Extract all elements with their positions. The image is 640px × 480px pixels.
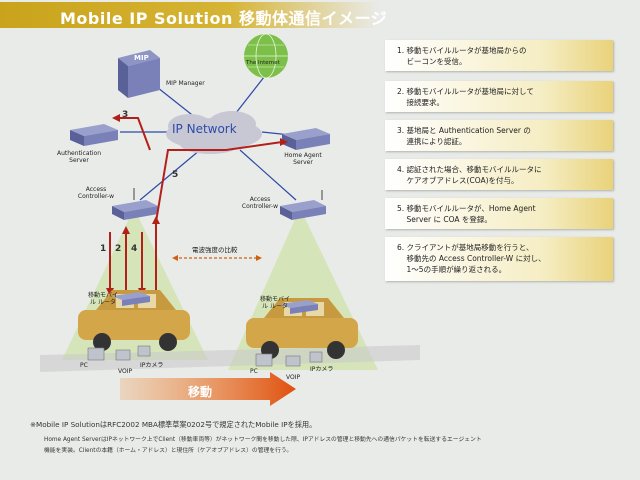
mip-manager-icon: MIP (118, 50, 160, 98)
step-card-6: 6. クライアントが基地局移動を行うと、 移動先の Access Control… (385, 237, 613, 281)
ac-right-label: Access Controller-w (241, 196, 279, 210)
footnote-line-3: 機能を実装。Clientの本籍（ホーム・アドレス）と現住所（ケアオブアドレス）の… (44, 448, 293, 454)
ipcam-icon-left (137, 345, 151, 357)
signal-compare-label: 電波強度の比較 (192, 246, 238, 254)
page-title: Mobile IP Solution 移動体通信イメージ (60, 9, 388, 28)
arrow-number-2: 2 (115, 244, 122, 254)
globe-icon (244, 33, 288, 79)
footnote-line-1: ※Mobile IP SolutionはRFC2002 MBA標準草案0202号… (30, 420, 317, 429)
router-left-label: 移動モバイル ルータ (87, 292, 118, 306)
step-card-5: 5. 移動モバイルルータが、Home Agent Server に COA を登… (385, 198, 613, 229)
arrow-number-4: 4 (131, 244, 138, 254)
mip-manager-label: MIP Manager (166, 80, 205, 87)
pc-icon-left (87, 347, 105, 361)
flow-arrows (109, 117, 283, 290)
footnote-line-2: Home Agent ServerはIPネットワーク上でClient（移動車両等… (44, 437, 482, 443)
step-text-3: 3. 基地局と Authentication Server の 連携により認証。 (397, 126, 531, 146)
move-label: 移動 (188, 385, 213, 399)
ipcam-left-label: IPカメラ (140, 362, 164, 369)
mobile-router-icon-right (280, 300, 318, 314)
step-card-4: 4. 認証された場合、移動モバイルルータに ケアオブアドレス(COA)を付与。 (385, 159, 613, 190)
signal-compare-arrow (172, 255, 262, 261)
ip-network-label: IP Network (172, 122, 237, 136)
auth-server-icon (70, 124, 118, 146)
ipcam-right-label: IPカメラ (310, 366, 334, 373)
arrow-number-3: 3 (122, 110, 129, 120)
access-controller-icon-left (112, 188, 158, 220)
voip-icon-left (115, 349, 131, 361)
pc-left-label: PC (80, 362, 88, 369)
step-text-4: 4. 認証された場合、移動モバイルルータに ケアオブアドレス(COA)を付与。 (397, 165, 542, 185)
auth-server-label: Authentication Server (56, 150, 102, 164)
step-text-6: 6. クライアントが基地局移動を行うと、 移動先の Access Control… (397, 243, 546, 274)
step-card-3: 3. 基地局と Authentication Server の 連携により認証。 (385, 120, 613, 151)
ac-left-label: Access Controller-w (77, 186, 115, 200)
home-agent-server-icon (282, 128, 330, 150)
svg-text:MIP: MIP (134, 54, 149, 62)
step-text-1: 1. 移動モバイルルータが基地局からの ビーコンを受信。 (397, 46, 527, 66)
connection-lines (120, 71, 301, 201)
mobile-router-icon-left (112, 292, 150, 306)
devices (87, 345, 323, 367)
ipcam-icon-right (309, 351, 323, 363)
step-text-2: 2. 移動モバイルルータが基地局に対して 接続要求。 (397, 87, 534, 107)
voip-left-label: VOIP (118, 368, 133, 375)
step-card-2: 2. 移動モバイルルータが基地局に対して 接続要求。 (385, 81, 613, 112)
pc-icon-right (255, 353, 273, 367)
router-right-label: 移動モバイル ルータ (259, 296, 290, 310)
voip-right-label: VOIP (286, 374, 301, 381)
internet-label: The Internet (246, 60, 280, 66)
step-card-1: 1. 移動モバイルルータが基地局からの ビーコンを受信。 (385, 40, 613, 71)
arrow-number-5: 5 (172, 170, 179, 180)
access-controller-icon-right (280, 190, 326, 220)
home-agent-label: Home Agent Server (284, 152, 322, 166)
title-bar (0, 2, 380, 28)
arrow-number-1: 1 (100, 244, 107, 254)
road (40, 345, 420, 372)
step-text-5: 5. 移動モバイルルータが、Home Agent Server に COA を登… (397, 204, 536, 224)
pc-right-label: PC (250, 368, 258, 375)
move-arrow (120, 372, 296, 406)
voip-icon-right (285, 355, 301, 367)
